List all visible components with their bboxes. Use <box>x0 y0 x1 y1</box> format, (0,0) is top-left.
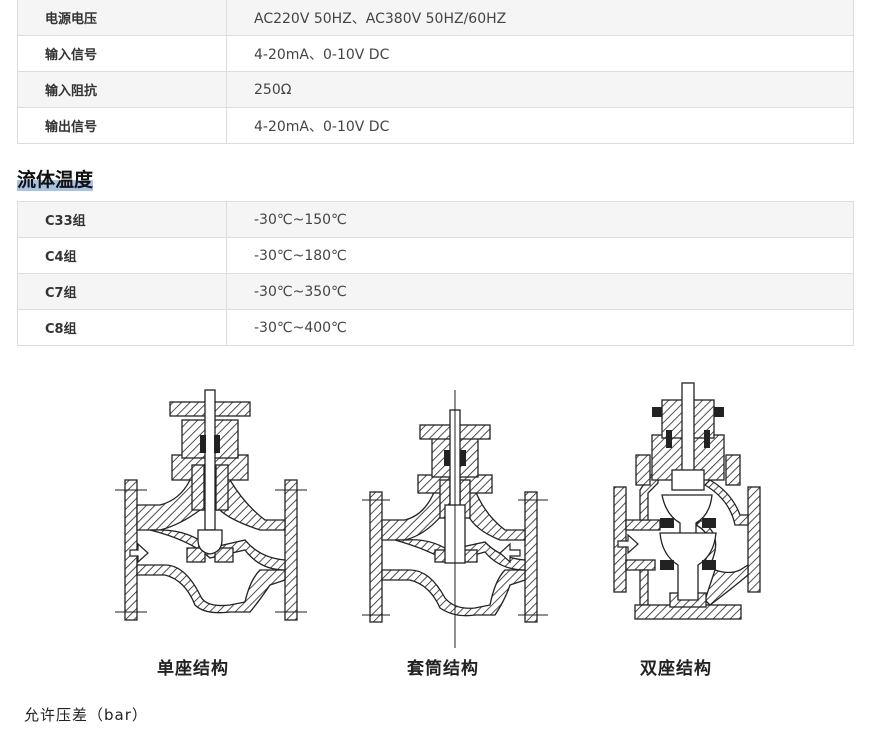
table-row: 输入信号 4-20mA、0-10V DC <box>17 35 854 72</box>
flow-arrow-right-icon <box>129 542 149 564</box>
table-row: C4组 -30℃~180℃ <box>17 237 854 274</box>
table-row: 输入阻抗 250Ω <box>17 71 854 108</box>
spec-label: 电源电压 <box>17 0 227 36</box>
spec-value: 4-20mA、0-10V DC <box>226 35 854 72</box>
temp-group-label: C33组 <box>17 201 227 238</box>
spec-value: AC220V 50HZ、AC380V 50HZ/60HZ <box>226 0 854 36</box>
spec-value: 4-20mA、0-10V DC <box>226 107 854 144</box>
temp-range-value: -30℃~350℃ <box>226 273 854 310</box>
allowed-pressure-diff-label: 允许压差（bar） <box>24 706 148 724</box>
table-row: 电源电压 AC220V 50HZ、AC380V 50HZ/60HZ <box>17 0 854 36</box>
spec-label: 输出信号 <box>17 107 227 144</box>
temp-range-value: -30℃~400℃ <box>226 309 854 346</box>
table-row: C33组 -30℃~150℃ <box>17 201 854 238</box>
single-seat-valve-diagram <box>115 389 307 621</box>
table-row: C7组 -30℃~350℃ <box>17 273 854 310</box>
flow-arrow-left-icon <box>499 542 521 564</box>
electrical-spec-table: 电源电压 AC220V 50HZ、AC380V 50HZ/60HZ 输入信号 4… <box>17 0 854 144</box>
single-seat-caption: 单座结构 <box>157 659 229 679</box>
spec-label: 输入阻抗 <box>17 71 227 108</box>
spec-value: 250Ω <box>226 71 854 108</box>
double-seat-valve-diagram <box>613 382 761 620</box>
temp-group-label: C4组 <box>17 237 227 274</box>
fluid-temperature-heading: 流体温度 <box>17 165 94 192</box>
table-row: C8组 -30℃~400℃ <box>17 309 854 346</box>
spec-label: 输入信号 <box>17 35 227 72</box>
flow-arrow-right-icon <box>617 533 639 555</box>
heading-text: 流体温度 <box>17 169 94 191</box>
temp-group-label: C8组 <box>17 309 227 346</box>
sleeve-valve-diagram <box>362 390 548 648</box>
table-row: 输出信号 4-20mA、0-10V DC <box>17 107 854 144</box>
temp-group-label: C7组 <box>17 273 227 310</box>
double-seat-caption: 双座结构 <box>640 659 712 679</box>
temp-range-value: -30℃~180℃ <box>226 237 854 274</box>
fluid-temperature-table: C33组 -30℃~150℃ C4组 -30℃~180℃ C7组 -30℃~35… <box>17 201 854 346</box>
temp-range-value: -30℃~150℃ <box>226 201 854 238</box>
sleeve-caption: 套筒结构 <box>407 659 479 679</box>
